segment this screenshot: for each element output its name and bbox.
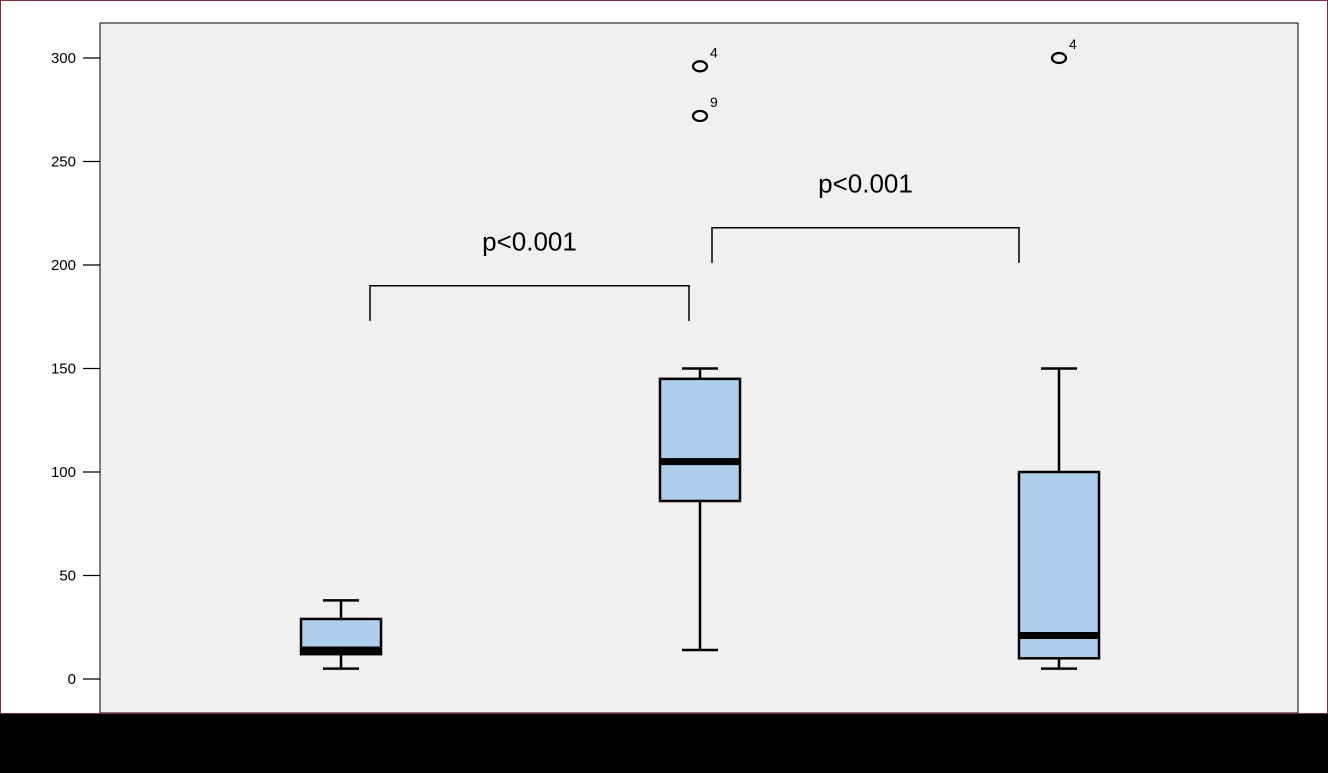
- comparison-bracket: [711, 226, 1020, 263]
- boxplot-chart: 0 50 100 150 200 250 300 4 9 4 p<0.001 p<0.001: [51, 22, 1299, 713]
- p-value-label: p<0.001: [818, 169, 913, 199]
- y-tick-label: 100: [51, 464, 76, 481]
- outlier-label: 4: [710, 44, 718, 60]
- comparison-bracket: [369, 284, 690, 321]
- outlier-point: [691, 109, 709, 123]
- y-tick-label: 0: [68, 671, 76, 688]
- outlier-label: 4: [1069, 36, 1077, 52]
- p-value-label: p<0.001: [482, 227, 577, 257]
- outlier-point: [691, 60, 709, 73]
- chart-frame: 0 50 100 150 200 250 300 4 9 4 p<0.001 p<0.001: [0, 0, 1328, 714]
- y-tick-label: 200: [51, 257, 76, 274]
- box-iqr: [658, 377, 742, 503]
- y-tick-label: 250: [51, 154, 76, 171]
- outlier-point: [1050, 51, 1068, 65]
- y-tick-label: 150: [51, 361, 76, 378]
- y-tick-label: 300: [51, 50, 76, 67]
- y-tick-label: 50: [59, 568, 76, 585]
- box-iqr: [1017, 470, 1101, 660]
- outlier-label: 9: [710, 94, 718, 110]
